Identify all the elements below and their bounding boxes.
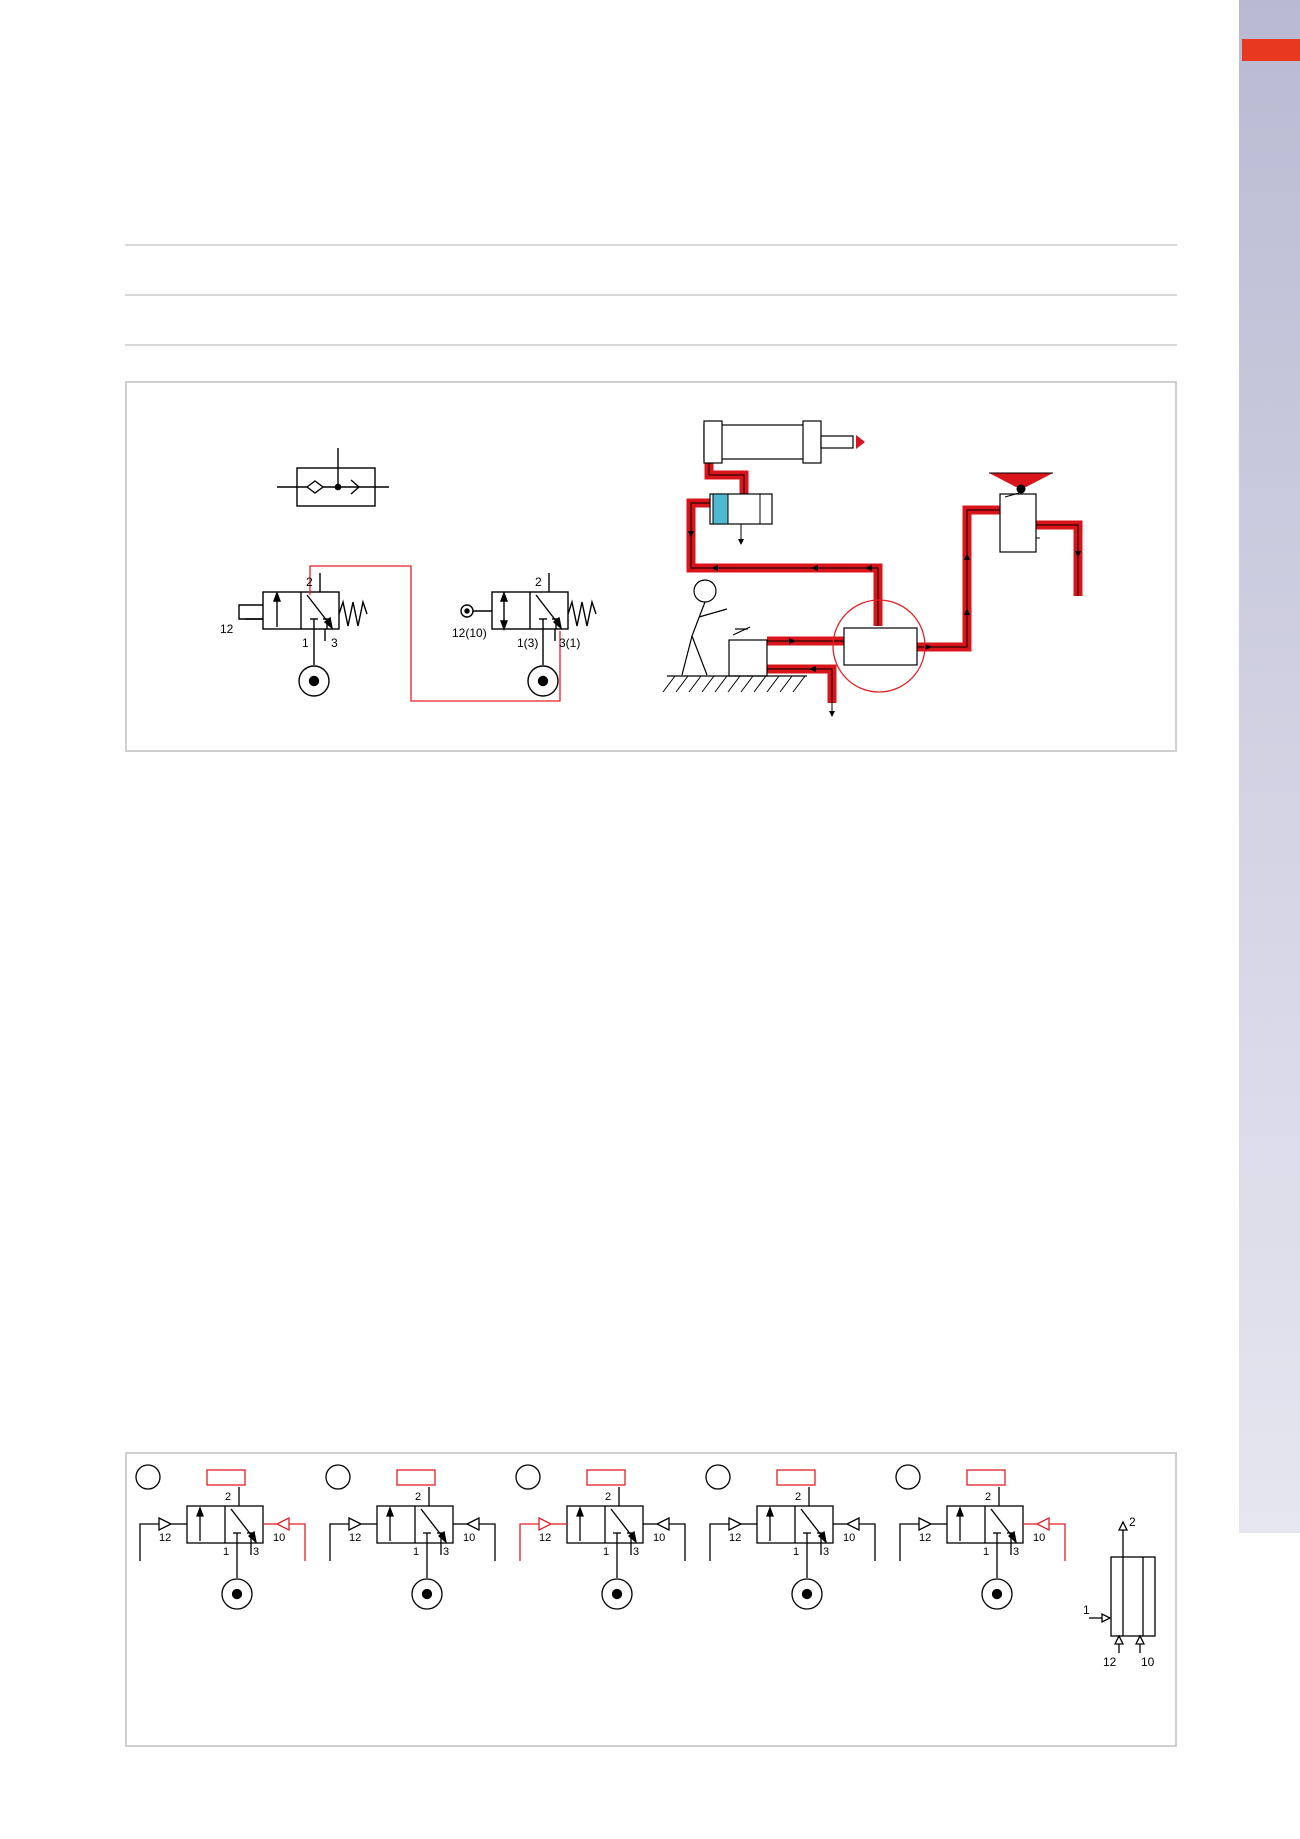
valve-states-diagram: 12 2 1 3 10 12 2 1 3 10 12 2 1 3 10 12 2 xyxy=(135,1464,1156,1669)
state4-label-2: 2 xyxy=(795,1491,801,1503)
side-tab-marker xyxy=(1242,39,1300,61)
state5-label-3: 3 xyxy=(1013,1546,1019,1558)
state4-label-12: 12 xyxy=(729,1532,741,1544)
state1-label-3: 3 xyxy=(253,1546,259,1558)
divider-line-2 xyxy=(125,294,1177,296)
state1-label-2: 2 xyxy=(225,1491,231,1503)
state1-label-1: 1 xyxy=(223,1546,229,1558)
label-port-2: 2 xyxy=(306,575,313,589)
state4-label-3: 3 xyxy=(823,1546,829,1558)
state3-label-2: 2 xyxy=(605,1491,611,1503)
valve-state-1: 12 2 1 3 10 xyxy=(135,1464,306,1610)
state4-label-10: 10 xyxy=(843,1532,855,1544)
memory-valve-symbol xyxy=(1089,1520,1156,1653)
state5-label-12: 12 xyxy=(919,1532,931,1544)
label-roller-port-b: 3(1) xyxy=(559,636,580,650)
state2-label-1: 1 xyxy=(413,1546,419,1558)
valve-state-5: 12 2 1 3 10 xyxy=(895,1464,1066,1610)
label-port-3: 3 xyxy=(331,636,338,650)
pneumatic-diagram-top: 2 12 1 3 2 12(10) 1(3) 3(1) xyxy=(220,420,1083,717)
divider-line-3 xyxy=(125,344,1177,346)
figure-panel-bottom: 12 2 1 3 10 12 2 1 3 10 12 2 1 3 10 12 2 xyxy=(125,1452,1177,1747)
state3-label-12: 12 xyxy=(539,1532,551,1544)
state3-label-1: 1 xyxy=(603,1546,609,1558)
label-roller-port-a: 1(3) xyxy=(517,636,538,650)
state1-label-12: 12 xyxy=(159,1532,171,1544)
state2-label-12: 12 xyxy=(349,1532,361,1544)
valve-state-3: 12 2 1 3 10 xyxy=(515,1464,686,1610)
roller-valve-symbol xyxy=(460,573,597,697)
state5-label-10: 10 xyxy=(1033,1532,1045,1544)
state3-label-3: 3 xyxy=(633,1546,639,1558)
memory-label-2: 2 xyxy=(1129,1515,1136,1529)
state5-label-2: 2 xyxy=(985,1491,991,1503)
shuttle-valve-symbol xyxy=(277,448,389,507)
divider-line-1 xyxy=(125,244,1177,246)
label-port-12: 12 xyxy=(220,622,234,636)
piping-illustration xyxy=(662,420,1083,717)
memory-label-12: 12 xyxy=(1103,1655,1117,1669)
state2-label-3: 3 xyxy=(443,1546,449,1558)
state3-label-10: 10 xyxy=(653,1532,665,1544)
state5-label-1: 1 xyxy=(983,1546,989,1558)
label-roller-pilot: 12(10) xyxy=(452,626,487,640)
label-port-1: 1 xyxy=(302,636,309,650)
state1-label-10: 10 xyxy=(273,1532,285,1544)
valve-state-4: 12 2 1 3 10 xyxy=(705,1464,876,1610)
valve-state-2: 12 2 1 3 10 xyxy=(325,1464,496,1610)
state2-label-10: 10 xyxy=(463,1532,475,1544)
memory-label-1: 1 xyxy=(1083,1603,1090,1617)
figure-panel-top: 2 12 1 3 2 12(10) 1(3) 3(1) xyxy=(125,381,1177,752)
plunger-valve-symbol xyxy=(238,573,368,697)
label-roller-port-2: 2 xyxy=(535,575,542,589)
signal-line xyxy=(309,565,561,702)
memory-label-10: 10 xyxy=(1141,1655,1155,1669)
side-tab xyxy=(1239,0,1300,1533)
state2-label-2: 2 xyxy=(415,1491,421,1503)
state4-label-1: 1 xyxy=(793,1546,799,1558)
